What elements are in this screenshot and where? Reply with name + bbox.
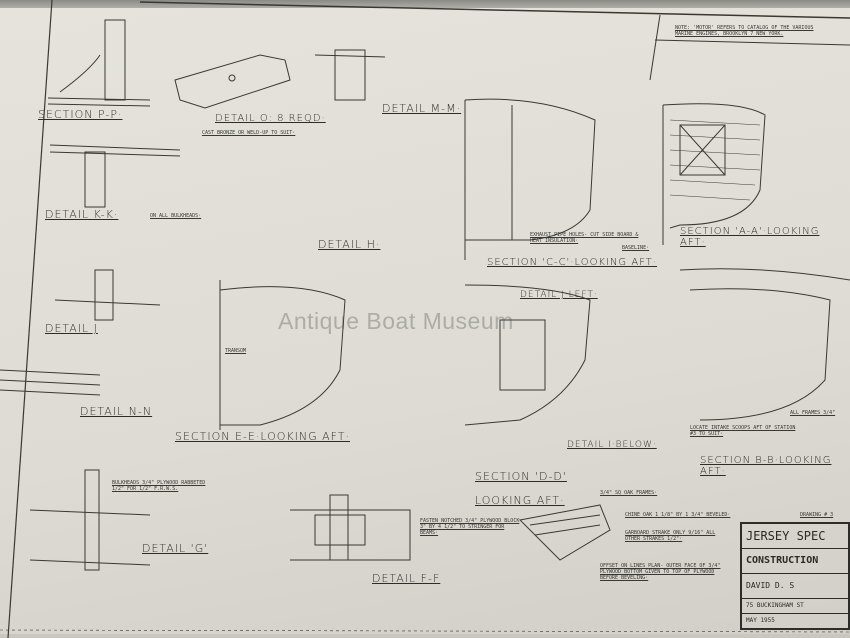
detail-g-drawing (29, 469, 151, 571)
detail-n-n-label: DETAIL N-N (80, 405, 153, 418)
transom-note: TRANSOM (225, 348, 247, 354)
detail-k-k-label: DETAIL K-K· (45, 208, 119, 221)
notes-box-border (649, 14, 661, 81)
detail-n-n-drawing (0, 369, 101, 396)
section-e-e-drawing (219, 280, 346, 430)
detail-k-k-drawing (49, 144, 181, 208)
drawing-sheet (0, 8, 850, 634)
detail-h-label: DETAIL H· (318, 238, 381, 251)
sheet-border-left (7, 0, 53, 638)
notes-header: NOTE: 'MOTOR' REFERS TO CATALOG OF THE V… (675, 25, 814, 37)
section-c-c-label: SECTION 'C-C'·LOOKING AFT· (487, 257, 658, 268)
detail-m-m-drawing (314, 49, 386, 101)
locate-intake-note: LOCATE INTAKE SCOOPS AFT OF STATION #3 T… (690, 425, 796, 437)
watermark: Antique Boat Museum (278, 308, 514, 334)
section-a-a-label: SECTION 'A-A'·LOOKING AFT· (680, 226, 820, 248)
frames-note: 3/4" SQ OAK FRAMES· (600, 490, 658, 496)
section-a-a-drawing (662, 103, 766, 245)
section-b-b-label: SECTION B-B·LOOKING AFT· (700, 455, 832, 477)
fasten-note: FASTEN NOTCHED 3/4" PLYWOOD BLOCK 3" BY … (420, 518, 520, 536)
chine-detail-drawing (518, 504, 611, 561)
title-block-address: 75 BUCKINGHAM ST (742, 599, 848, 614)
section-d-d-drawing (464, 284, 591, 426)
bulkheads-g-note: BULKHEADS 3/4" PLYWOOD RABBETED 1/2" FOR… (112, 480, 206, 492)
detail-g-label: DETAIL 'G' (142, 542, 209, 555)
cast-bronze-note: CAST BRONZE OR WELD-UP TO SUIT· (202, 130, 296, 136)
section-p-p-drawing (47, 19, 151, 107)
detail-f-f-label: DETAIL F-F (372, 572, 441, 585)
detail-o-drawing (174, 54, 291, 109)
garboard-note: GARBOARD STRAKE ONLY 9/16" ALL OTHER STR… (625, 530, 716, 542)
section-b-b-drawing (679, 268, 850, 421)
detail-o-label: DETAIL O: 8 REQD· (215, 113, 326, 124)
detail-j-label: DETAIL J (45, 322, 98, 335)
all-frames-note: ALL FRAMES 3/4" (790, 410, 836, 416)
title-block-title: JERSEY SPEC (742, 524, 848, 549)
title-block-designer: DAVID D. S (742, 574, 848, 599)
all-bulkheads-note: ON ALL BULKHEADS· (150, 213, 202, 219)
title-block-date: MAY 1955 (742, 614, 848, 629)
section-d-d-label: SECTION 'D-D' (475, 470, 567, 483)
drawing-number: DRAWING # 3 (800, 512, 834, 518)
exhaust-note: EXHAUST PIPE HOLES- CUT SIDE BOARD & HEA… (530, 232, 639, 244)
section-c-c-drawing (464, 98, 596, 260)
title-block-subtitle: CONSTRUCTION (742, 549, 848, 574)
chine-note: CHINE OAK 1 1/8" BY 1 3/4" BEVELED· (625, 512, 731, 518)
detail-f-f-drawing (290, 494, 411, 561)
section-d-d-looking-aft: LOOKING AFT· (475, 494, 565, 507)
section-p-p-label: SECTION P-P· (38, 108, 123, 121)
offset-note: OFFSET ON LINES PLAN- OUTER FACE OF 3/4"… (600, 563, 721, 581)
detail-j-drawing (54, 269, 161, 321)
detail-j-left-label: DETAIL J·LEFT· (520, 290, 598, 300)
baseline-note: BASELINE· (622, 245, 650, 251)
sheet-border-top (139, 1, 850, 19)
detail-m-m-label: DETAIL M-M· (382, 102, 462, 115)
title-block: JERSEY SPEC CONSTRUCTION DAVID D. S 75 B… (740, 522, 850, 630)
notes-box-border (654, 39, 850, 46)
section-e-e-label: SECTION E-E·LOOKING AFT· (175, 430, 350, 443)
detail-i-label: DETAIL I·BELOW· (567, 440, 657, 450)
